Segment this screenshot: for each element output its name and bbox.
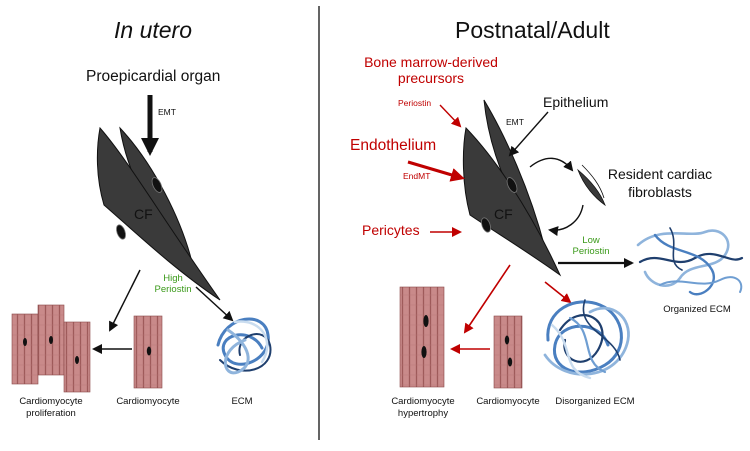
- right-panel-title: Postnatal/Adult: [455, 17, 610, 43]
- low-periostin-line1: Low: [582, 235, 600, 246]
- high-periostin-line1: High: [163, 273, 183, 284]
- arrow-from-resident: [548, 204, 584, 237]
- organized-ecm-label: Organized ECM: [663, 304, 731, 315]
- arrow-epithelium: [508, 111, 549, 157]
- cardiomyocyte-label-right: Cardiomyocyte: [476, 396, 540, 407]
- low-periostin-line2: Periostin: [572, 246, 610, 257]
- cf-label-right: CF: [494, 206, 513, 222]
- bone-marrow-line1: Bone marrow-derived: [364, 54, 498, 70]
- cardiomyocyte-image: [133, 315, 163, 389]
- cardiomyocyte-proliferation-image: [11, 304, 91, 393]
- ecm-image: [216, 317, 272, 375]
- ecm-label: ECM: [231, 396, 253, 407]
- arrow-endothelium: [407, 160, 465, 182]
- hypertrophy-cardiomyocyte-image: [399, 286, 445, 388]
- cardiomyocyte-proliferation-line2: proliferation: [26, 408, 76, 419]
- epithelium-label: Epithelium: [543, 94, 609, 110]
- arrow-to-disorganized-ecm: [544, 281, 572, 304]
- arrow-to-ecm: [195, 286, 234, 322]
- resident-fibroblast-image: [577, 164, 606, 207]
- proepicardial-organ-label: Proepicardial organ: [86, 68, 221, 85]
- arrow-bone-marrow: [439, 104, 462, 128]
- periostin-arrow-label: Periostin: [398, 98, 432, 108]
- pericytes-label: Pericytes: [362, 222, 420, 238]
- disorganized-ecm-label: Disorganized ECM: [555, 396, 635, 407]
- cardiomyocyte-proliferation-line1: Cardiomyocyte: [19, 396, 83, 407]
- epithelium-emt-label: EMT: [506, 117, 524, 127]
- organized-ecm-image: [636, 227, 744, 296]
- cardiac-fibroblast-cell: [96, 126, 221, 301]
- resident-fibroblasts-line1: Resident cardiac: [607, 166, 713, 182]
- cardiomyocyte-hypertrophy-line1: Cardiomyocyte: [391, 396, 455, 407]
- endothelium-label: Endothelium: [350, 137, 437, 154]
- resident-fibroblasts-line2: fibroblasts: [628, 184, 692, 200]
- disorganized-ecm-image: [543, 299, 630, 380]
- left-panel-title: In utero: [114, 17, 192, 43]
- arrow-to-proliferation: [109, 269, 141, 332]
- endmt-label: EndMT: [403, 171, 431, 181]
- high-periostin-line2: Periostin: [154, 284, 192, 295]
- cf-label: CF: [134, 206, 153, 222]
- arrow-to-hypertrophy: [463, 264, 511, 334]
- cardiomyocyte-label: Cardiomyocyte: [116, 396, 180, 407]
- bone-marrow-line2: precursors: [397, 70, 465, 86]
- emt-label: EMT: [158, 107, 176, 117]
- cardiomyocyte-image-right: [493, 315, 523, 389]
- cardiomyocyte-hypertrophy-line2: hypertrophy: [397, 408, 449, 419]
- arrow-to-resident: [529, 157, 574, 172]
